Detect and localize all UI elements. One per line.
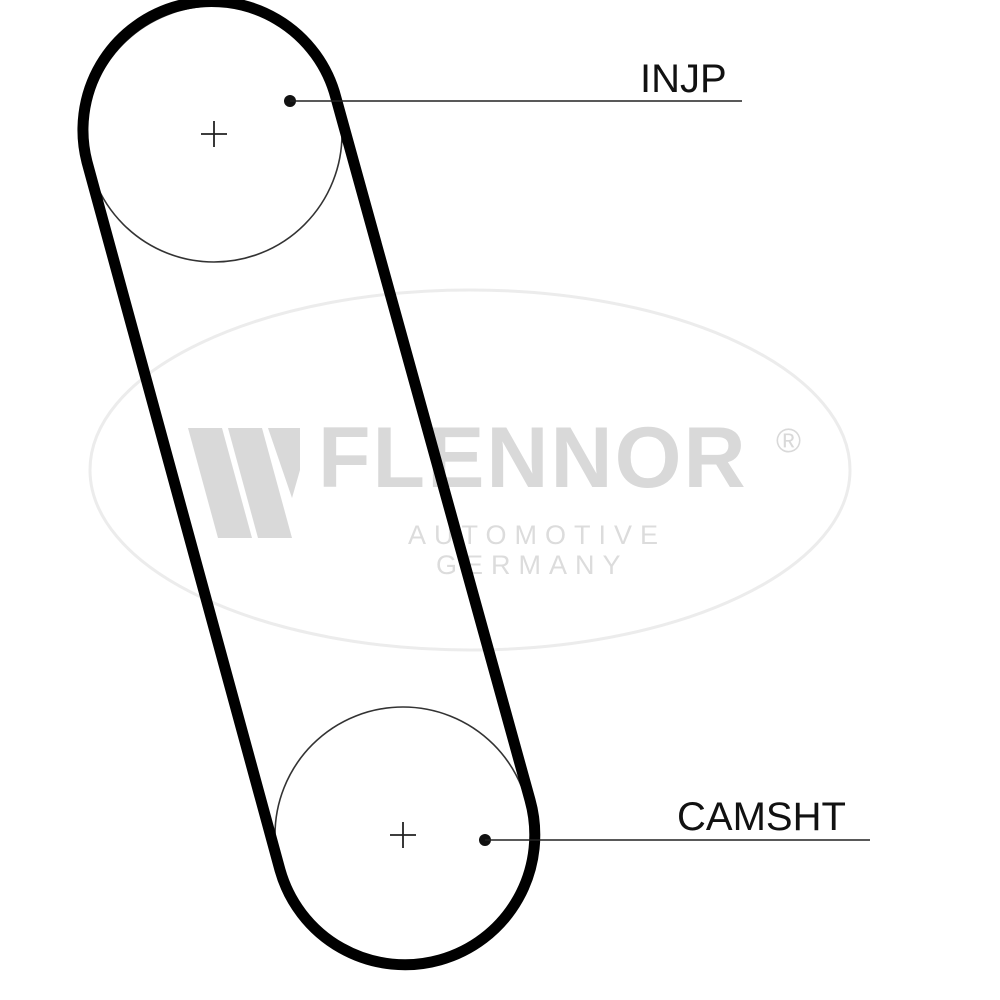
watermark-ellipse (88, 288, 852, 652)
watermark-registered: ® (776, 422, 801, 460)
lower-callout: CAMSHT (479, 795, 870, 846)
lower-pulley-label: CAMSHT (677, 795, 846, 839)
watermark-w-mark (188, 428, 300, 538)
upper-pulley-label: INJP (640, 57, 727, 101)
watermark-line1: AUTOMOTIVE (408, 520, 666, 550)
watermark-brand: FLENNOR (318, 410, 748, 506)
timing-belt (77, 0, 541, 971)
upper-pulley-center-mark (201, 121, 227, 147)
lower-pulley-center-mark (390, 822, 416, 848)
upper-callout: INJP (284, 57, 742, 107)
